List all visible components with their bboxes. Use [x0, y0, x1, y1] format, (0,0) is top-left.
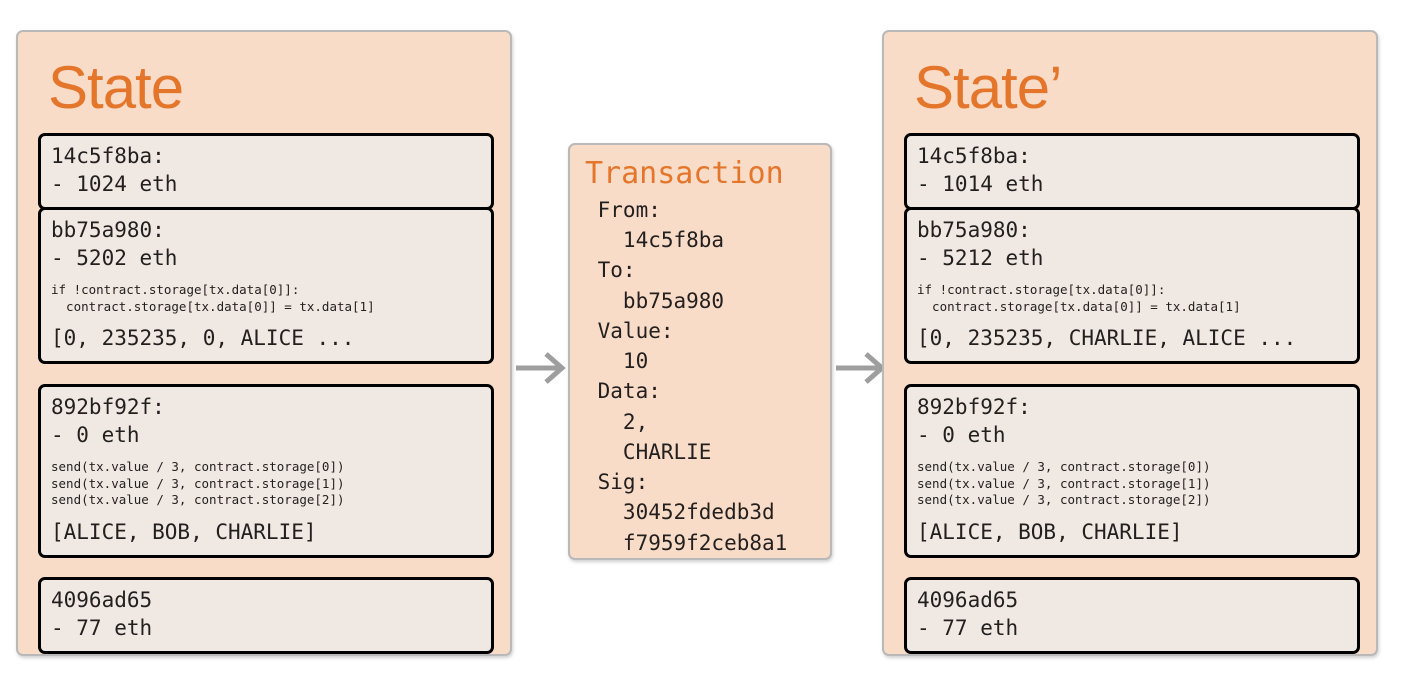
account-balance: - 5202 eth: [51, 246, 178, 271]
account-balance: - 77 eth: [917, 616, 1019, 641]
account-box: bb75a980: - 5202 eth if !contract.storag…: [38, 207, 494, 364]
account-box: 14c5f8ba: - 1024 eth: [38, 133, 494, 210]
state-prime-panel: State’ 14c5f8ba: - 1014 eth bb75a980: - …: [882, 30, 1378, 656]
account-balance: - 5212 eth: [917, 246, 1044, 271]
account-address: 14c5f8ba:: [917, 144, 1031, 168]
arrow-transaction-to-state-prime-icon: [836, 350, 888, 390]
state-panel-title: State: [48, 54, 184, 121]
account-address: bb75a980:: [917, 218, 1031, 242]
account-code: if !contract.storage[tx.data[0]]: contra…: [51, 281, 375, 314]
account-box: 892bf92f: - 0 eth send(tx.value / 3, con…: [904, 384, 1360, 558]
account-storage: [ALICE, BOB, CHARLIE]: [51, 520, 317, 545]
account-code: send(tx.value / 3, contract.storage[0]) …: [51, 458, 345, 508]
account-balance: - 77 eth: [51, 616, 153, 641]
account-balance: - 0 eth: [51, 423, 140, 448]
account-address: 892bf92f:: [917, 395, 1031, 419]
account-balance: - 1024 eth: [51, 172, 178, 197]
account-balance: - 1014 eth: [917, 172, 1044, 197]
state-prime-panel-title: State’: [914, 54, 1062, 121]
account-box: 4096ad65 - 77 eth: [38, 577, 494, 654]
account-storage: [0, 235235, 0, ALICE ...: [51, 326, 355, 351]
account-address: 14c5f8ba:: [51, 144, 165, 168]
transaction-panel: Transaction From: 14c5f8ba To: bb75a980 …: [568, 143, 832, 560]
account-code: send(tx.value / 3, contract.storage[0]) …: [917, 458, 1211, 508]
account-box: 14c5f8ba: - 1014 eth: [904, 133, 1360, 210]
account-storage: [ALICE, BOB, CHARLIE]: [917, 520, 1183, 545]
account-code: if !contract.storage[tx.data[0]]: contra…: [917, 281, 1241, 314]
account-address: 4096ad65: [51, 588, 153, 612]
arrow-state-to-transaction-icon: [516, 350, 568, 390]
state-panel: State 14c5f8ba: - 1024 eth bb75a980: - 5…: [16, 30, 512, 656]
account-box: 4096ad65 - 77 eth: [904, 577, 1360, 654]
account-box: bb75a980: - 5212 eth if !contract.storag…: [904, 207, 1360, 364]
transaction-panel-title: Transaction: [585, 156, 784, 191]
account-balance: - 0 eth: [917, 423, 1006, 448]
account-storage: [0, 235235, CHARLIE, ALICE ...: [917, 326, 1297, 351]
account-address: bb75a980:: [51, 218, 165, 242]
account-address: 4096ad65: [917, 588, 1019, 612]
account-box: 892bf92f: - 0 eth send(tx.value / 3, con…: [38, 384, 494, 558]
transaction-fields: From: 14c5f8ba To: bb75a980 Value: 10 Da…: [597, 198, 788, 555]
account-address: 892bf92f:: [51, 395, 165, 419]
